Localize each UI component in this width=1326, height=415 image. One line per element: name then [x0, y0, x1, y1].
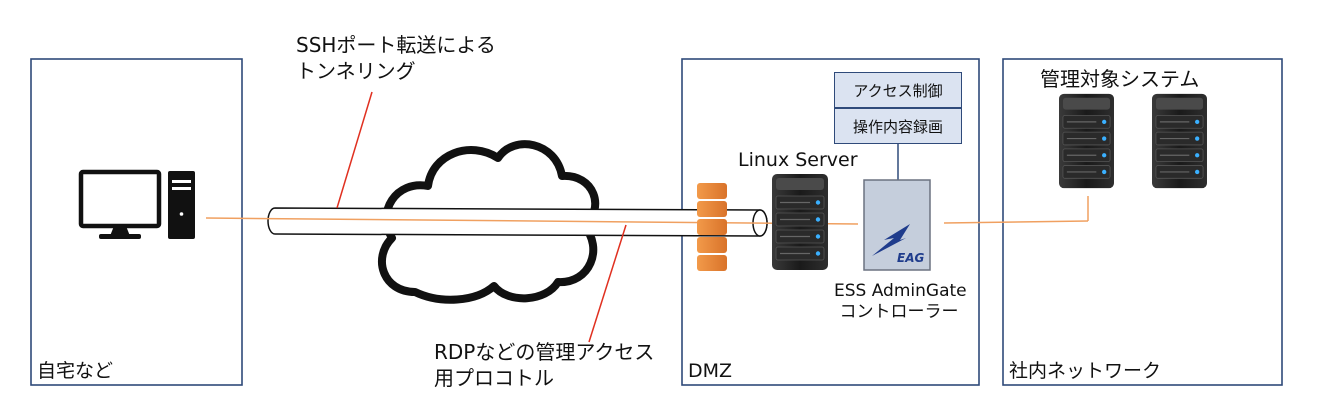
managed-server-2-icon — [1152, 93, 1207, 189]
protocol-label-line1: RDPなどの管理アクセス — [434, 340, 655, 364]
recording-label: 操作内容録画 — [852, 117, 943, 136]
zone-home-label: 自宅など — [37, 360, 114, 382]
zone-internal-label: 社内ネットワーク — [1009, 360, 1162, 382]
linux-server-icon — [771, 174, 829, 270]
recording-box: 操作内容録画 — [834, 108, 962, 144]
zone-dmz-label: DMZ — [688, 360, 733, 382]
protocol-label-line2: 用プロコトル — [434, 366, 554, 390]
access-control-label: アクセス制御 — [853, 81, 943, 100]
eag-appliance-icon: EAG — [863, 179, 931, 271]
managed-systems-label: 管理対象システム — [1040, 67, 1200, 91]
access-control-box: アクセス制御 — [834, 72, 962, 108]
tunnel-annotation-pointer — [336, 91, 373, 209]
managed-server-1-icon — [1059, 93, 1114, 189]
eag-logo-text: EAG — [897, 251, 924, 265]
linux-server-label: Linux Server — [738, 149, 858, 171]
client-flow-line — [205, 217, 859, 225]
protocol-annotation-pointer — [588, 224, 627, 343]
tunnel-label-line1: SSHポート転送による — [296, 33, 496, 57]
eag-label-line1: ESS AdminGate — [834, 281, 967, 301]
tunnel-label-line2: トンネリング — [296, 59, 416, 83]
zone-home-frame — [30, 58, 243, 386]
eag-label-line2: コントローラー — [839, 302, 959, 322]
client-pc-icon — [78, 169, 195, 239]
firewall-icon — [697, 183, 727, 271]
internal-flow-line — [943, 220, 1089, 224]
